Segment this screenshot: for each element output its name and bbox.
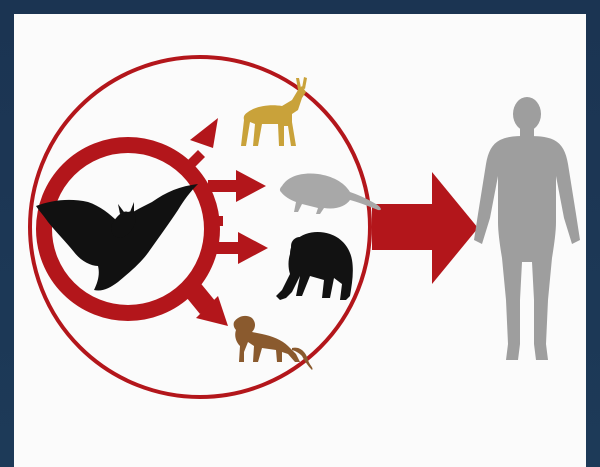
spillover-arrow	[372, 172, 478, 284]
transmission-arrows	[180, 118, 268, 326]
arrow-to-monkey	[182, 280, 228, 326]
arrow-to-antelope	[180, 118, 218, 175]
chimpanzee-icon	[276, 232, 353, 300]
arrow-stub	[205, 216, 223, 226]
arrow-to-rodent	[208, 170, 266, 202]
human-icon	[474, 97, 580, 360]
